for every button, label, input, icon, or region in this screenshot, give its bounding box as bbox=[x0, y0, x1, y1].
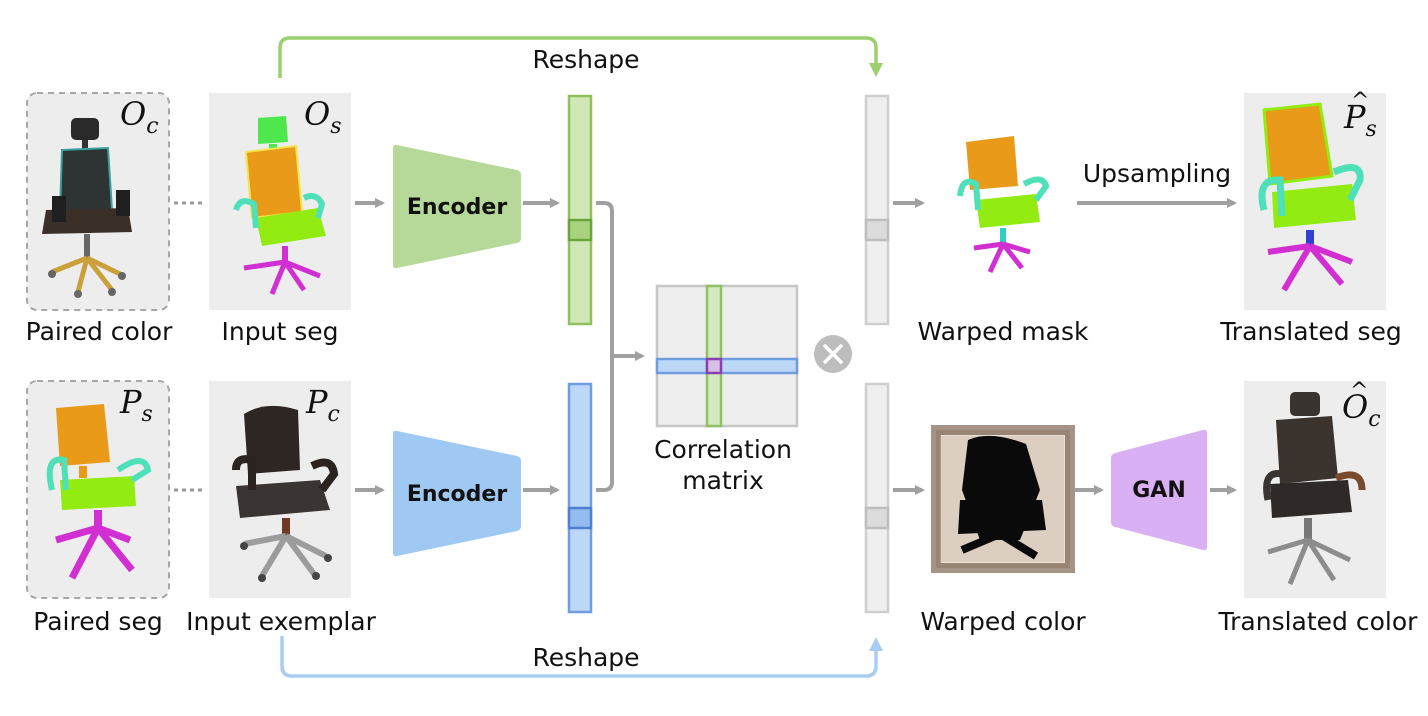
translated-color-caption: Translated color bbox=[1218, 607, 1419, 636]
warped-mask-caption: Warped mask bbox=[918, 317, 1089, 346]
warp-vector-top bbox=[864, 94, 890, 326]
blue-feature-cell bbox=[567, 506, 593, 530]
paired-seg-caption: Paired seg bbox=[33, 607, 162, 636]
gan-block bbox=[1111, 429, 1207, 551]
bottom-reshape-label: Reshape bbox=[532, 643, 639, 672]
warped-color-caption: Warped color bbox=[920, 607, 1086, 636]
translated-seg-caption: Translated seg bbox=[1219, 317, 1402, 346]
green-feature-vector bbox=[567, 94, 593, 326]
top-reshape-arrow bbox=[278, 36, 883, 78]
oc-hat-symbol: Oc bbox=[1342, 388, 1381, 432]
encoder-bottom-label: Encoder bbox=[407, 482, 508, 507]
correlation-label-line1: Correlation bbox=[654, 435, 792, 464]
oc-symbol: Oc bbox=[120, 95, 159, 139]
oc-hat-mark: ^ bbox=[1350, 379, 1368, 404]
warped-mask-image bbox=[957, 136, 1050, 274]
input-seg-caption: Input seg bbox=[222, 317, 339, 346]
bottom-reshape-arrow bbox=[280, 636, 883, 678]
ps-symbol: Ps bbox=[119, 383, 153, 427]
translated-seg-chair-image bbox=[1258, 102, 1364, 292]
top-reshape-label: Reshape bbox=[532, 45, 639, 74]
warp-vector-bottom-cell bbox=[864, 506, 890, 530]
upsampling-label: Upsampling bbox=[1083, 159, 1231, 188]
warped-color-image bbox=[931, 425, 1075, 573]
green-feature-cell bbox=[567, 218, 593, 242]
warp-vector-bottom bbox=[864, 382, 890, 614]
correlation-row-blue bbox=[655, 357, 799, 375]
blue-feature-vector bbox=[567, 382, 593, 614]
encoder-top-block bbox=[393, 144, 521, 269]
correlation-col-green bbox=[705, 284, 723, 428]
ps-hat-symbol: Ps bbox=[1343, 98, 1377, 142]
encoder-top-label: Encoder bbox=[407, 195, 508, 220]
translated-color-chair-image bbox=[1263, 392, 1366, 585]
input-exemplar-chair-image bbox=[232, 405, 339, 582]
multiply-icon bbox=[814, 335, 852, 373]
pc-symbol: Pc bbox=[305, 383, 340, 427]
correlation-matrix bbox=[655, 284, 799, 428]
os-symbol: Os bbox=[304, 95, 342, 139]
warp-vector-top-cell bbox=[864, 218, 890, 242]
features-merge-arrow bbox=[596, 201, 642, 492]
correlation-intersection bbox=[705, 357, 723, 375]
correlation-label-line2: matrix bbox=[682, 466, 764, 495]
encoder-bottom-block bbox=[393, 430, 521, 557]
paired-seg-chair-image bbox=[46, 404, 152, 580]
paired-color-chair-image bbox=[42, 118, 132, 298]
input-exemplar-caption: Input exemplar bbox=[186, 607, 377, 636]
gan-label: GAN bbox=[1132, 478, 1186, 503]
ps-hat-mark: ^ bbox=[1351, 89, 1369, 114]
paired-color-caption: Paired color bbox=[26, 317, 173, 346]
input-seg-chair-image bbox=[233, 116, 326, 295]
